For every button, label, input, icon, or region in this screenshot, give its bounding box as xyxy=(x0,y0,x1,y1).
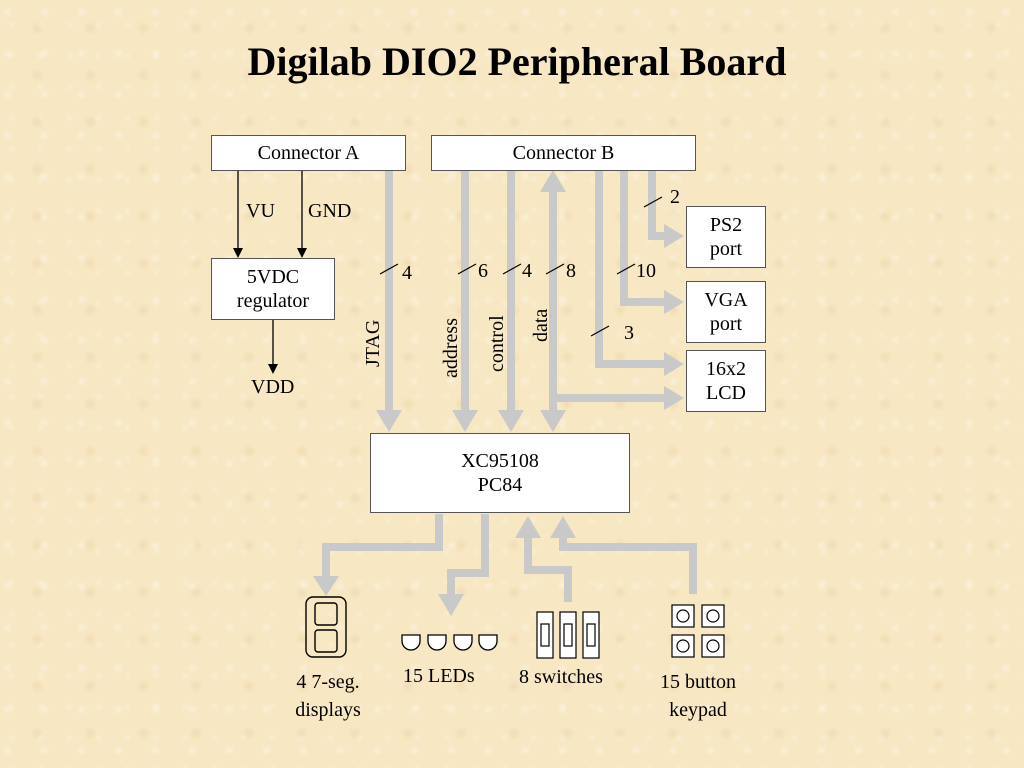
keypad-caption-2: keypad xyxy=(669,699,727,721)
lcd-box: 16x2 LCD xyxy=(686,350,766,412)
control-arrowhead xyxy=(498,410,524,432)
regulator-label-1: 5VDC xyxy=(246,266,300,288)
cpld-label-2: PC84 xyxy=(477,474,523,496)
regulator-label-2: regulator xyxy=(236,290,310,312)
power-lines xyxy=(233,170,307,374)
switches-arrowhead xyxy=(515,516,541,538)
keypad-caption-1: 15 button xyxy=(659,671,737,693)
keypad-caption: 15 button keypad xyxy=(638,668,758,724)
vga-slash xyxy=(616,263,636,275)
keypad-icon xyxy=(671,604,725,658)
lcd-arrowhead-2 xyxy=(664,386,684,410)
address-label: address xyxy=(440,318,462,378)
data-slash xyxy=(545,263,565,275)
address-slash xyxy=(457,263,477,275)
vga-label-1: VGA xyxy=(704,289,748,311)
leds-bus xyxy=(447,514,489,600)
connector-a-box: Connector A xyxy=(211,135,406,171)
data-width: 8 xyxy=(566,260,576,282)
lcd-label-1: 16x2 xyxy=(706,358,746,380)
vga-label-2: port xyxy=(709,313,743,335)
ps2-width: 2 xyxy=(670,186,680,208)
address-width: 6 xyxy=(478,260,488,282)
jtag-label: JTAG xyxy=(362,319,384,367)
lcd-bus-1 xyxy=(595,170,668,368)
keypad-arrowhead xyxy=(550,516,576,538)
seg7-caption: 4 7-seg. displays xyxy=(268,668,388,724)
jtag-arrowhead xyxy=(376,410,402,432)
lcd-slash xyxy=(590,325,610,337)
leds-arrowhead xyxy=(438,594,464,616)
connector-b-label: Connector B xyxy=(512,142,615,164)
cpld-box: XC95108 PC84 xyxy=(370,433,630,513)
lcd-arrowhead-1 xyxy=(664,352,684,376)
ps2-bus xyxy=(648,170,668,240)
bus-arrowheads xyxy=(313,170,684,616)
lcd-width: 3 xyxy=(624,322,634,344)
switches-icon xyxy=(536,611,600,659)
seg7-arrowhead xyxy=(313,576,339,596)
connector-a-label: Connector A xyxy=(257,142,360,164)
diagram-title: Digilab DIO2 Peripheral Board xyxy=(247,39,787,84)
regulator-box: 5VDC regulator xyxy=(211,258,335,320)
ps2-port-box: PS2 port xyxy=(686,206,766,268)
seg7-caption-1: 4 7-seg. xyxy=(296,671,360,693)
bus-lines xyxy=(322,170,697,602)
jtag-slash xyxy=(379,263,399,275)
ps2-arrowhead xyxy=(664,224,684,248)
control-label: control xyxy=(486,315,508,372)
keypad-bus xyxy=(559,532,697,594)
address-arrowhead xyxy=(452,410,478,432)
switches-bus xyxy=(524,532,572,602)
ps2-label-2: port xyxy=(709,238,743,260)
leds-icon xyxy=(401,634,498,651)
vdd-label: VDD xyxy=(251,376,295,398)
vga-arrowhead xyxy=(664,290,684,314)
seven-seg-icon xyxy=(305,596,347,658)
seg7-caption-2: displays xyxy=(295,699,361,721)
seg7-bus xyxy=(322,514,443,582)
vu-label: VU xyxy=(246,200,275,222)
cpld-label-1: XC95108 xyxy=(461,450,539,472)
vga-width: 10 xyxy=(636,260,656,282)
switches-caption: 8 switches xyxy=(519,666,603,688)
vga-port-box: VGA port xyxy=(686,281,766,343)
leds-caption: 15 LEDs xyxy=(403,665,475,687)
vga-bus xyxy=(620,170,668,306)
data-arrowhead-down xyxy=(540,410,566,432)
bus-width-slashes xyxy=(379,196,663,337)
control-width: 4 xyxy=(522,260,532,282)
jtag-width: 4 xyxy=(402,262,412,284)
ps2-label-1: PS2 xyxy=(709,214,743,236)
data-arrowhead-up xyxy=(540,170,566,192)
gnd-label: GND xyxy=(308,200,352,222)
control-slash xyxy=(502,263,522,275)
data-label: data xyxy=(530,308,552,342)
ps2-slash xyxy=(643,196,663,208)
connector-b-box: Connector B xyxy=(431,135,696,171)
lcd-label-2: LCD xyxy=(706,382,746,404)
